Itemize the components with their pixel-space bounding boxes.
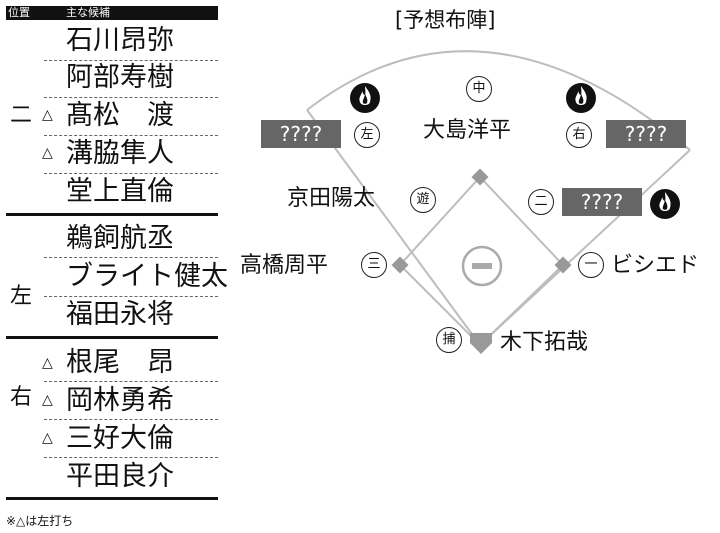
player-center: 大島洋平: [423, 118, 512, 143]
row-divider: [44, 381, 218, 382]
third-base: [391, 256, 409, 274]
formation-title: [予想布陣]: [395, 8, 496, 32]
candidate-name: 阿部寿樹: [66, 62, 174, 93]
row-divider: [44, 135, 218, 136]
lefty-mark: △: [42, 107, 53, 123]
row-divider: [44, 419, 218, 420]
table-header: 位置 主な候補: [6, 6, 218, 20]
candidate-name: 岡林勇希: [66, 385, 174, 416]
row-divider: [44, 257, 218, 258]
badge-catcher: 捕: [436, 327, 462, 353]
candidate-name: 鵜飼航丞: [66, 223, 174, 254]
player-third: 高橋周平: [240, 253, 329, 278]
lefty-mark: △: [42, 430, 53, 446]
second-base: [471, 168, 489, 186]
home-plate: [470, 333, 492, 354]
group-divider: [6, 497, 218, 500]
player-second-unknown: ????: [562, 188, 642, 216]
outfield-fence: [306, 50, 691, 151]
badge-right: 右: [566, 122, 592, 148]
flame-icon: [566, 83, 596, 113]
flame-icon: [350, 83, 380, 113]
row-divider: [44, 457, 218, 458]
header-candidates: 主な候補: [66, 6, 110, 19]
pitcher-plate: [472, 263, 492, 269]
position-label-left: 左: [10, 284, 33, 309]
player-short: 京田陽太: [287, 186, 376, 211]
lefty-mark: △: [42, 392, 53, 408]
badge-first: 一: [578, 252, 604, 278]
candidate-name: 石川昂弥: [66, 25, 174, 56]
row-divider: [44, 97, 218, 98]
group-divider: [6, 213, 218, 216]
candidate-name: 溝脇隼人: [66, 138, 174, 169]
pitcher-mound: [461, 245, 503, 287]
position-label-second: 二: [10, 103, 33, 128]
player-first: ビシエド: [611, 253, 700, 278]
candidate-name: 根尾 昂: [66, 347, 174, 378]
lefty-mark: △: [42, 355, 53, 371]
roster-table: 二 石川昂弥 阿部寿樹 △ 髙松 渡 △ 溝脇隼人 堂上直倫 左 鵜飼航丞 ブラ…: [0, 0, 230, 510]
badge-short: 遊: [410, 187, 436, 213]
lefty-note: ※△は左打ち: [6, 514, 74, 528]
row-divider: [44, 296, 218, 297]
candidate-name: 平田良介: [66, 461, 174, 492]
player-right-unknown: ????: [606, 120, 686, 148]
candidate-name: 堂上直倫: [66, 176, 174, 207]
lefty-mark: △: [42, 145, 53, 161]
badge-third: 三: [361, 252, 387, 278]
header-position: 位置: [8, 6, 30, 19]
candidate-name: ブライト健太: [66, 261, 228, 292]
flame-icon: [650, 189, 680, 219]
left-foul-line: [306, 109, 481, 346]
player-catcher: 木下拓哉: [500, 330, 589, 355]
first-base: [554, 256, 572, 274]
player-left-unknown: ????: [261, 120, 341, 148]
row-divider: [44, 60, 218, 61]
candidate-name: 福田永将: [66, 299, 174, 330]
row-divider: [44, 173, 218, 174]
candidate-name: 三好大倫: [66, 423, 174, 454]
group-divider: [6, 336, 218, 339]
badge-left: 左: [354, 122, 380, 148]
badge-center: 中: [466, 76, 492, 102]
position-label-right: 右: [10, 385, 33, 410]
badge-second: 二: [528, 189, 554, 215]
candidate-name: 髙松 渡: [66, 100, 174, 131]
